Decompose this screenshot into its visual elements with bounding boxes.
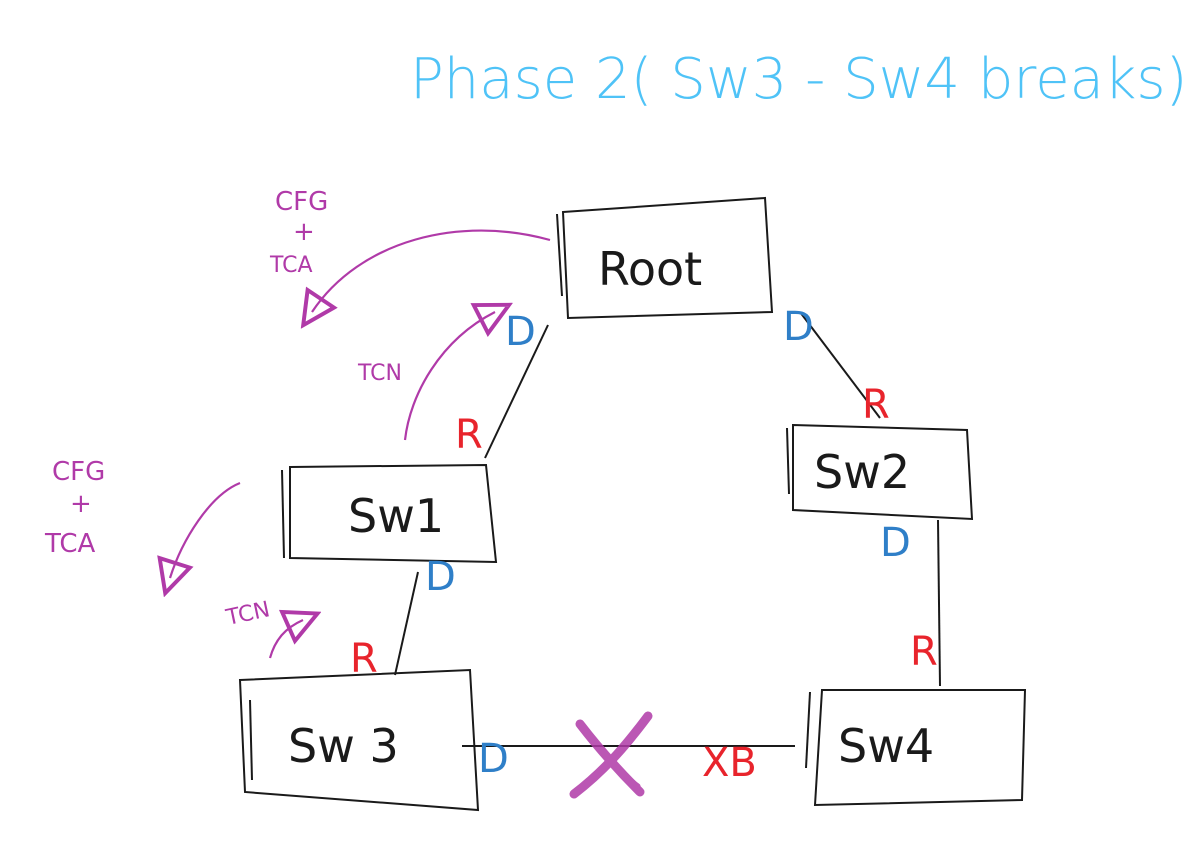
node-sw2: Sw2 — [786, 423, 974, 521]
port-sw3-right: D — [478, 736, 509, 782]
link-sw2-sw4 — [937, 519, 941, 687]
node-root-label: Root — [598, 242, 702, 296]
message-arrows — [170, 229, 551, 659]
port-labels: D D R D R D R D R XB — [350, 304, 938, 786]
port-sw4-left: XB — [702, 740, 757, 786]
annotation-tca-left: TCA — [44, 529, 96, 559]
port-sw2-up: R — [862, 382, 890, 428]
link-root-sw1 — [484, 324, 549, 459]
port-sw2-down: D — [880, 520, 911, 566]
annotation-cfg-left: CFG — [52, 457, 105, 487]
tcn-arrow-sw3-to-sw1 — [268, 620, 303, 659]
link-sw1-sw3 — [394, 571, 419, 676]
tcn-arrow-sw1-to-root — [403, 312, 495, 441]
node-sw1: Sw1 — [281, 463, 498, 564]
port-sw3-up: R — [350, 636, 378, 682]
message-annotations: TCN TCN CFG + TCA CFG + TCA — [44, 187, 402, 631]
cfg-tca-arrow-root-to-sw1 — [312, 229, 551, 312]
annotation-tcn-upper: TCN — [357, 361, 402, 386]
link-broken-x-mark — [569, 711, 653, 799]
port-root-to-sw1: D — [505, 309, 536, 355]
node-sw3: Sw 3 — [238, 668, 480, 812]
node-sw4: Sw4 — [805, 689, 1027, 807]
node-sw2-label: Sw2 — [814, 445, 910, 499]
port-sw4-up: R — [910, 629, 938, 675]
annotation-cfg-top: CFG — [275, 187, 328, 217]
port-root-to-sw2: D — [783, 304, 814, 350]
links — [394, 311, 941, 747]
annotation-plus-left: + — [70, 489, 92, 519]
annotation-tca-top: TCA — [269, 253, 313, 278]
annotation-plus-top: + — [293, 217, 315, 247]
node-sw1-label: Sw1 — [348, 489, 444, 543]
port-sw1-down: D — [425, 554, 456, 600]
port-sw1-up: R — [455, 412, 483, 458]
cfg-tca-arrow-sw1-to-sw3 — [170, 481, 241, 578]
annotation-tcn-lower: TCN — [223, 597, 272, 631]
node-sw4-label: Sw4 — [838, 719, 934, 773]
diagram-title: Phase 2( Sw3 - Sw4 breaks) — [410, 47, 1187, 112]
link-root-sw2 — [799, 311, 881, 419]
node-sw3-label: Sw 3 — [288, 719, 399, 773]
node-root: Root — [556, 196, 774, 320]
